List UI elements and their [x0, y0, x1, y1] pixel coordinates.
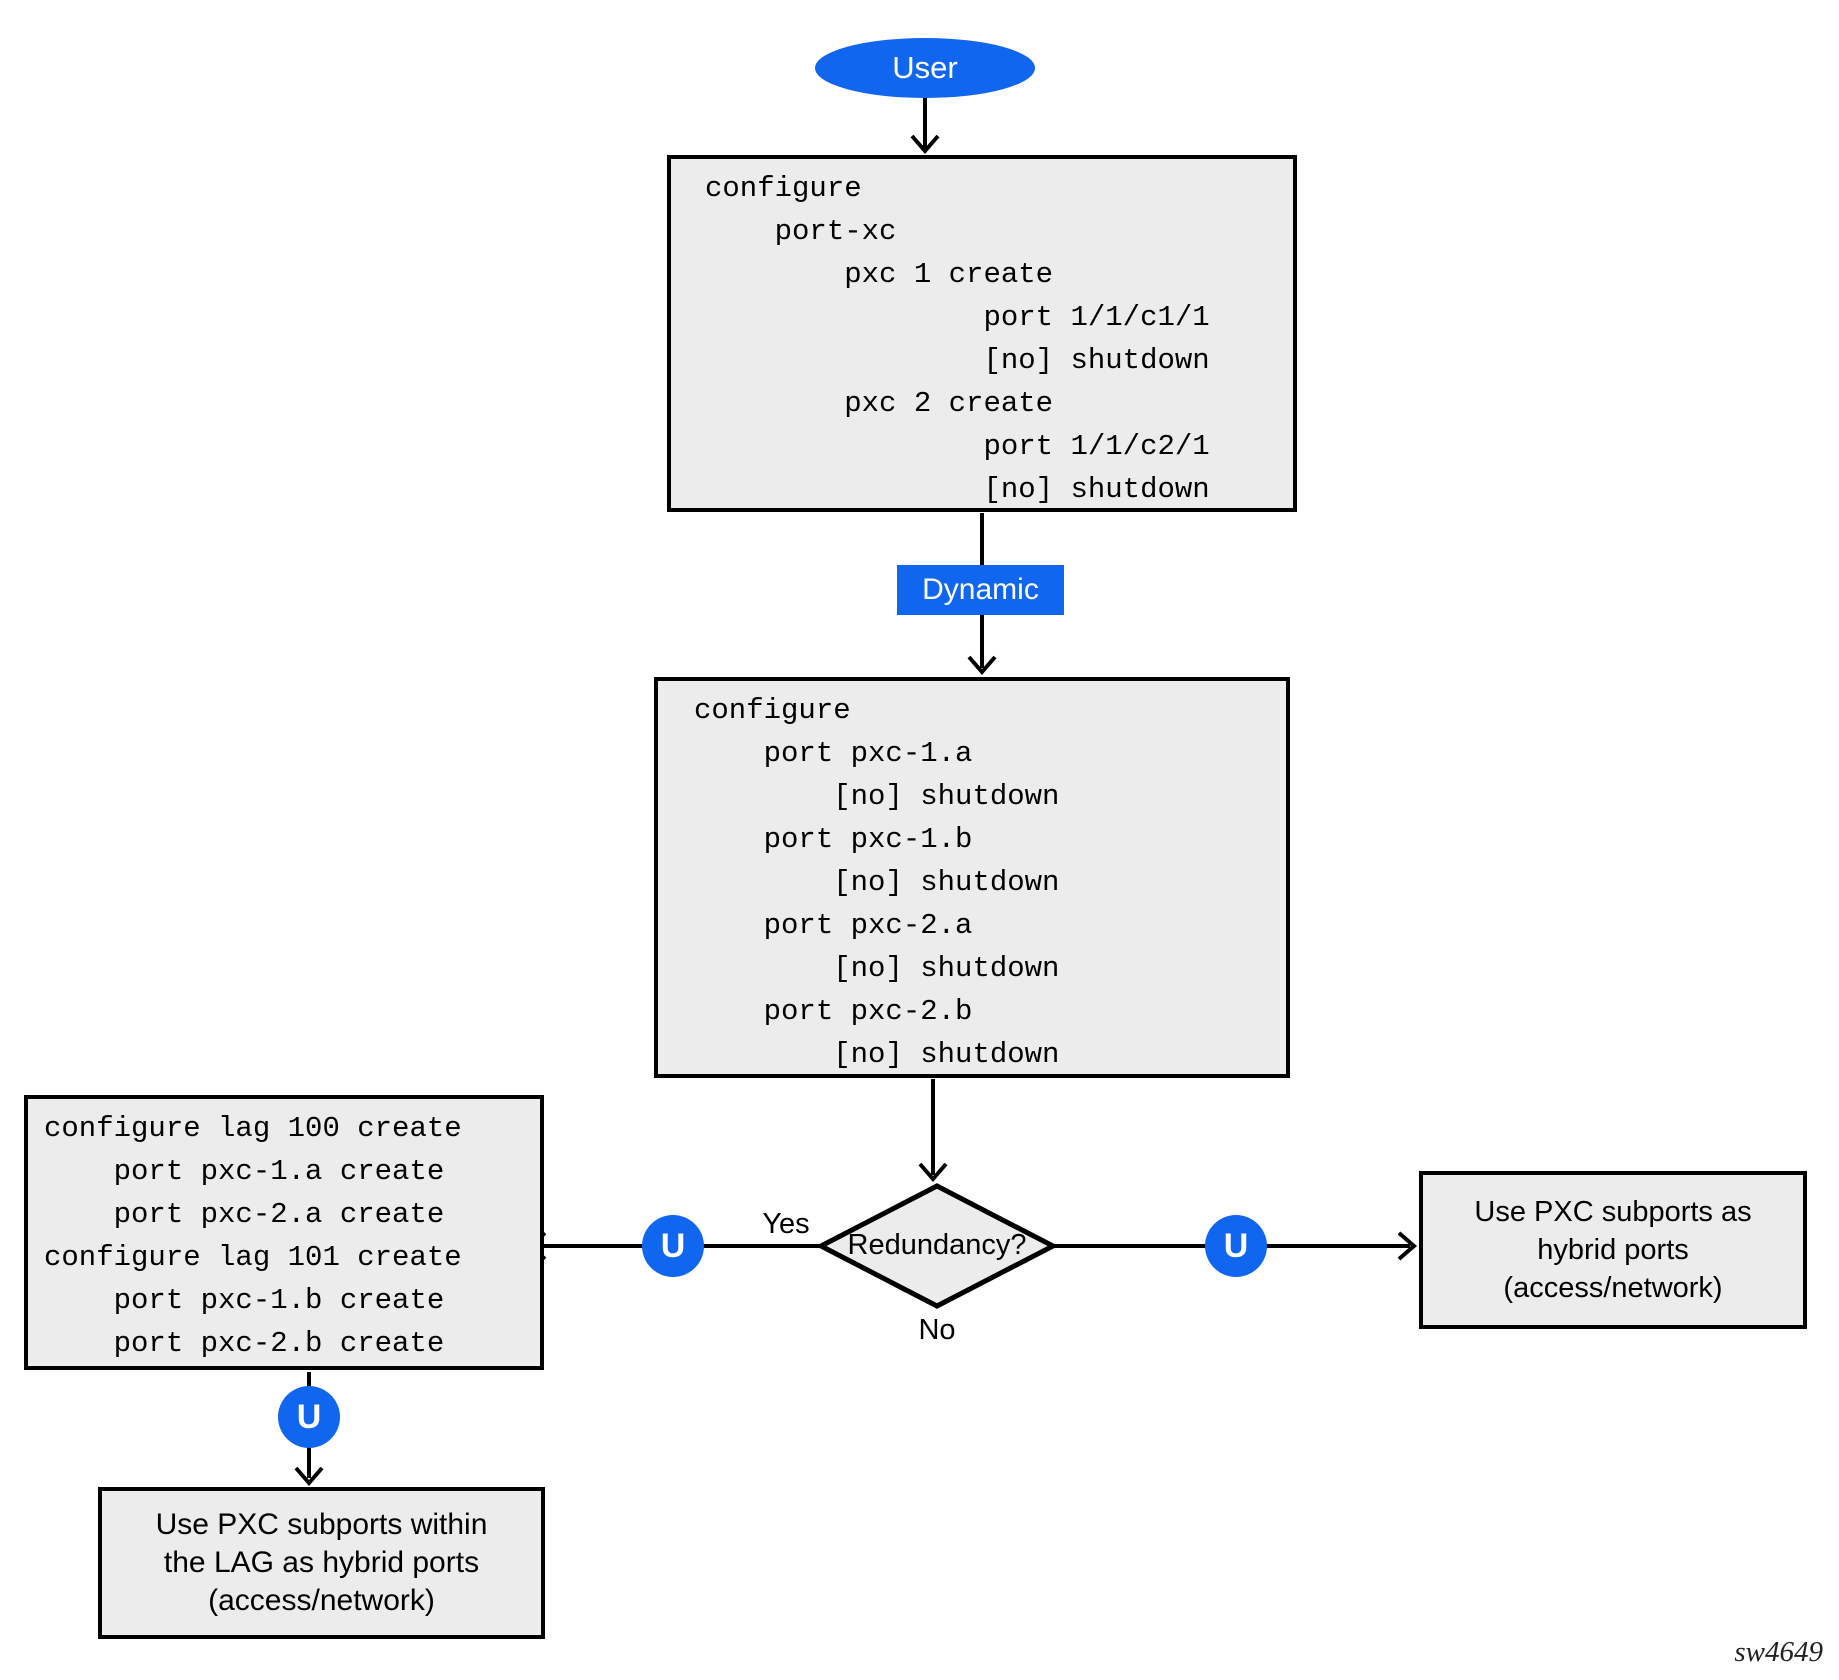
- u-badge-yes-branch: U: [642, 1215, 704, 1277]
- no-branch-label: No: [918, 1314, 956, 1346]
- pxc-subports-config-box: configure port pxc-1.a [no] shutdown por…: [654, 677, 1290, 1078]
- lag-config-box: configure lag 100 create port pxc-1.a cr…: [24, 1095, 544, 1370]
- dynamic-edge-label: Dynamic: [897, 565, 1064, 615]
- u-badge-lag-branch: U: [278, 1386, 340, 1448]
- hybrid-ports-result-box: Use PXC subports as hybrid ports (access…: [1419, 1171, 1807, 1329]
- redundancy-decision-label: Redundancy?: [847, 1229, 1027, 1261]
- arrow-subports-to-decision: [918, 1079, 948, 1183]
- arrow-user-to-portxc: [910, 96, 940, 155]
- port-xc-config-box: configure port-xc pxc 1 create port 1/1/…: [667, 155, 1297, 512]
- redundancy-decision-diamond: [815, 1183, 1059, 1309]
- figure-id: sw4649: [1734, 1636, 1823, 1668]
- yes-branch-label: Yes: [762, 1208, 810, 1240]
- u-badge-no-branch: U: [1205, 1215, 1267, 1277]
- lag-hybrid-ports-result-box: Use PXC subports within the LAG as hybri…: [98, 1487, 545, 1639]
- user-start-node: User: [815, 38, 1035, 98]
